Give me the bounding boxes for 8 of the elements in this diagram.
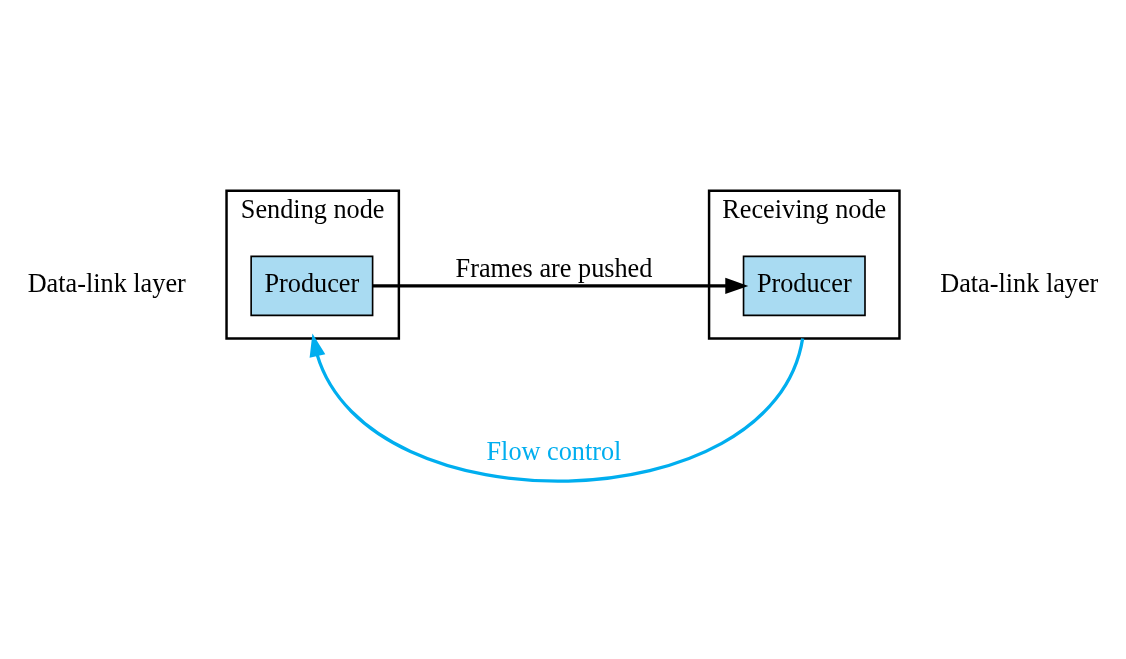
edge-label: Frames are pushed: [455, 254, 653, 284]
node-label: Data-link layer: [27, 269, 186, 299]
arrow: [309, 333, 805, 483]
node-label: Data-link layer: [940, 269, 1099, 299]
node-box: Producer: [250, 255, 374, 317]
node-box: Producer: [742, 255, 866, 317]
arrow: [372, 277, 749, 294]
edge-label: Flow control: [486, 436, 622, 466]
